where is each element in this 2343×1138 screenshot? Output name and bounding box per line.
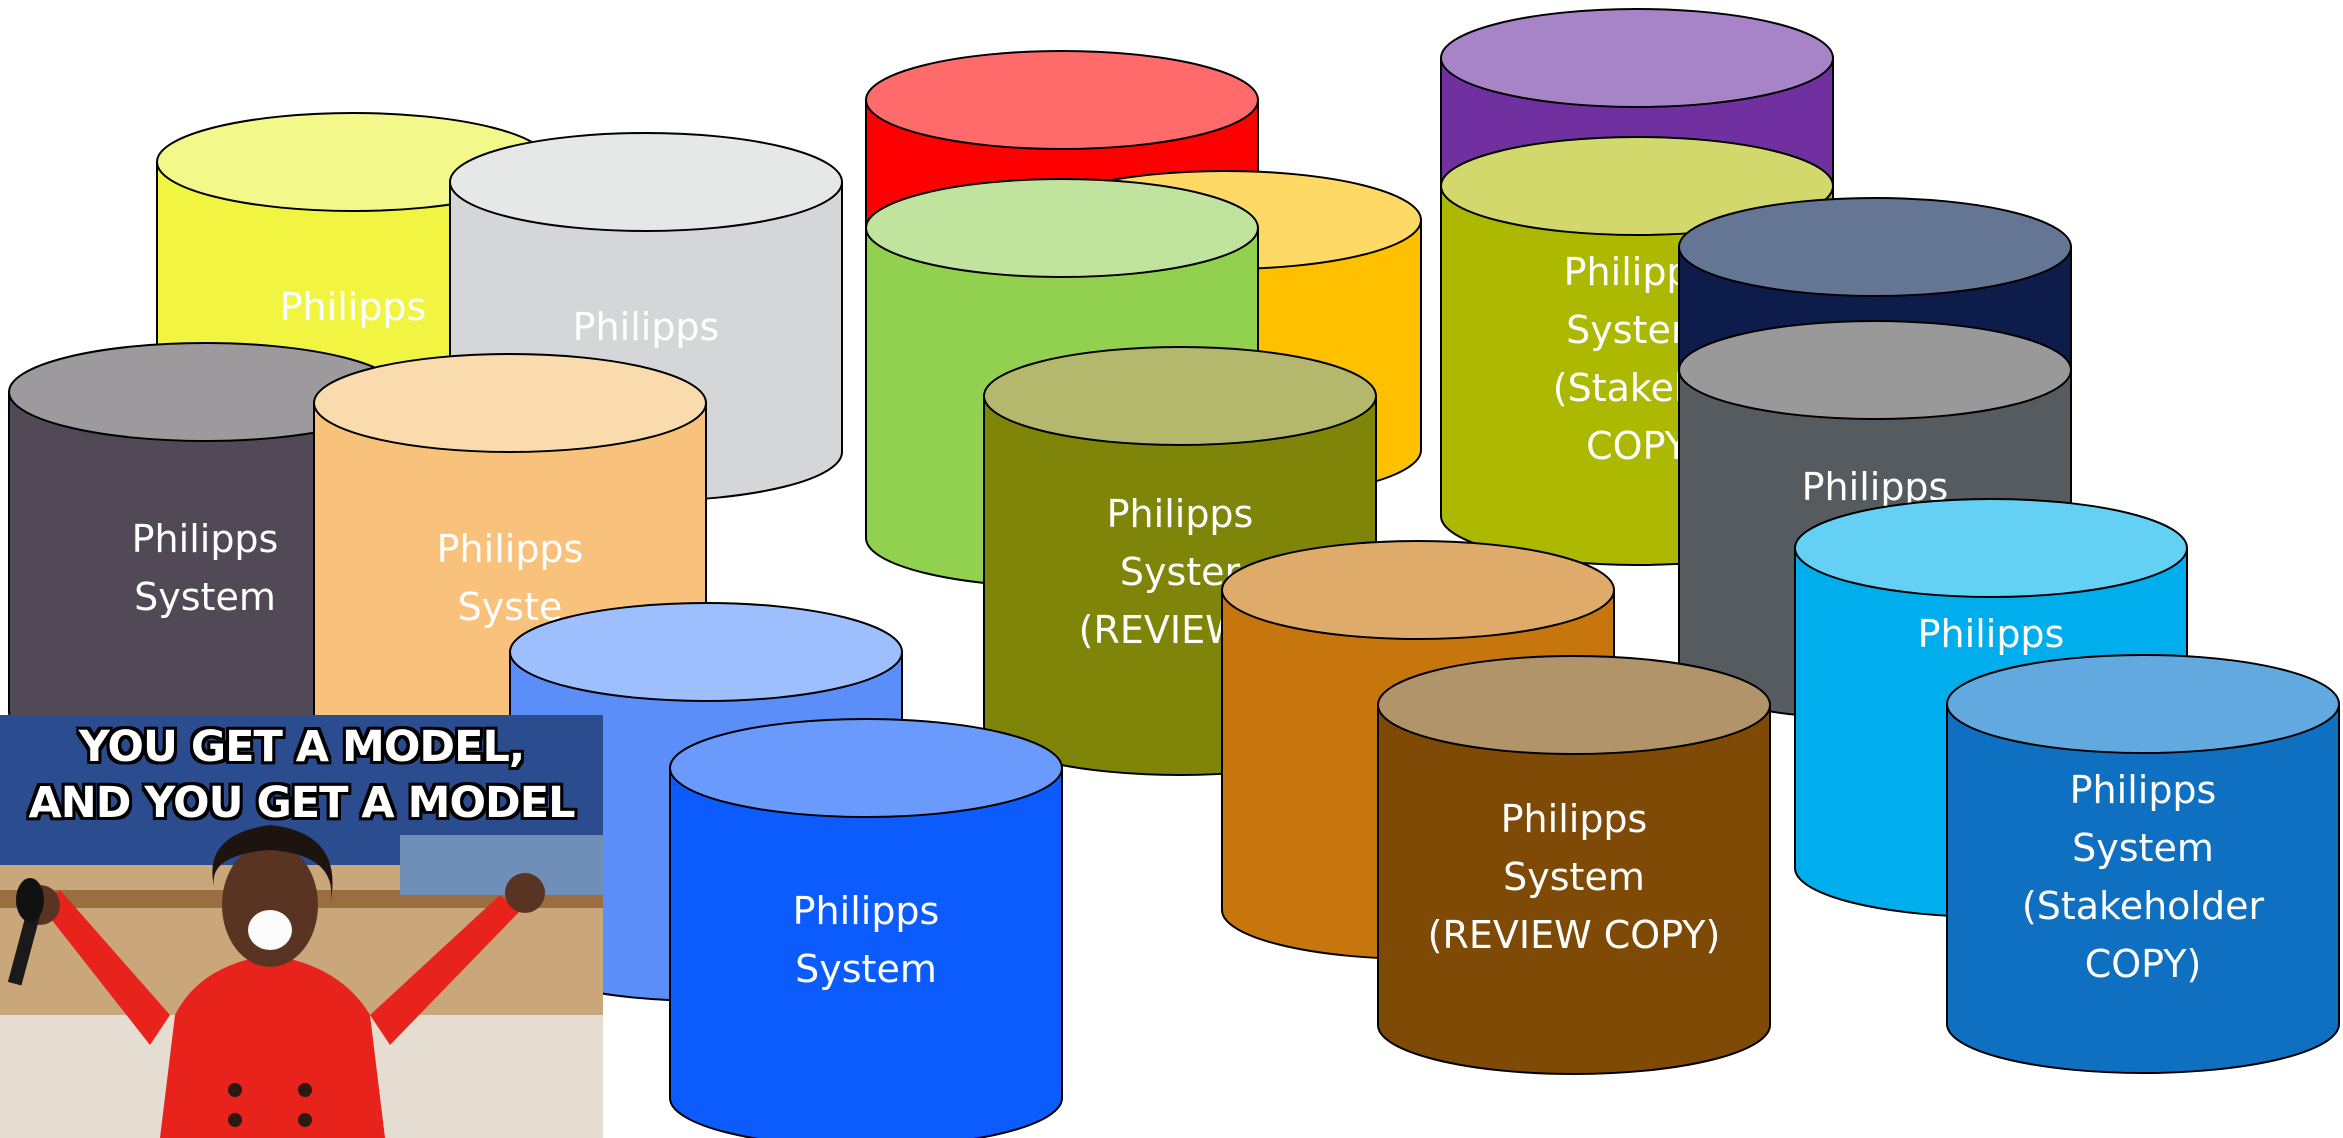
meme-photo <box>0 715 603 1138</box>
cylinder-label: Syste <box>458 585 563 629</box>
cylinder-label: Philipps <box>1918 612 2065 656</box>
cylinder-label: Philipps <box>132 517 279 561</box>
cylinder-label: Philipps <box>1107 492 1254 536</box>
meme-caption: YOU GET A MODEL, AND YOU GET A MODEL <box>0 719 603 831</box>
cylinder-label: Syster <box>1120 550 1241 594</box>
cylinder-label: Philipps <box>793 889 940 933</box>
cylinder-top <box>509 602 903 702</box>
meme-caption-line-1: YOU GET A MODEL, <box>78 722 525 772</box>
cylinder-top <box>1678 320 2072 420</box>
cylinder-label: System <box>795 947 937 991</box>
cylinder-top <box>1678 197 2072 297</box>
cylinder-label: Philipps <box>437 527 584 571</box>
cylinder-top <box>1440 8 1834 108</box>
cylinder-label: COPY) <box>2085 942 2202 986</box>
cylinder-label: Philipps <box>1501 797 1648 841</box>
meme-image: YOU GET A MODEL, AND YOU GET A MODEL <box>0 715 603 1138</box>
cylinder-label: System <box>2072 826 2214 870</box>
cylinder-label: (Stakeholder <box>2022 884 2265 928</box>
cylinder-label: System <box>1503 855 1645 899</box>
cylinder-top <box>865 178 1259 278</box>
cylinder-label: COPY <box>1586 424 1689 468</box>
cylinder-top <box>1946 654 2340 754</box>
cylinder-label: Philipps <box>2070 768 2217 812</box>
cylinder-top <box>983 346 1377 446</box>
cylinder-top <box>313 353 707 453</box>
cylinder-top <box>669 718 1063 818</box>
cylinder-label: Philipps <box>573 305 720 349</box>
cylinder-body <box>669 767 1063 1138</box>
cylinder-top <box>1221 540 1615 640</box>
cylinder-label: (REVIEW COPY) <box>1428 913 1721 957</box>
cylinder-label: System <box>134 575 276 619</box>
cylinder-top <box>1440 136 1834 236</box>
cylinder-top <box>1377 655 1771 755</box>
meme-caption-line-2: AND YOU GET A MODEL <box>28 778 575 828</box>
cylinder-label: Philipps <box>280 285 427 329</box>
cylinder-body <box>1377 704 1771 1075</box>
cylinder-top <box>1794 498 2188 598</box>
cylinder-top <box>865 50 1259 150</box>
cylinder-body <box>1946 703 2340 1074</box>
cylinder-top <box>449 132 843 232</box>
